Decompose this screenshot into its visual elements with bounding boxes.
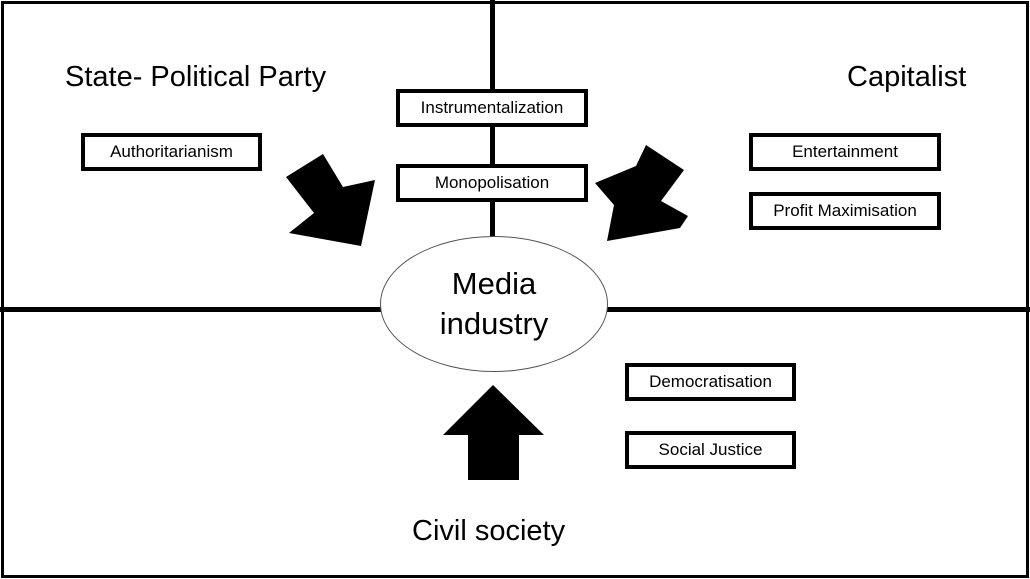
box-social-justice: Social Justice	[625, 431, 796, 469]
arrow-state-to-media	[286, 154, 375, 246]
box-instrumentalization: Instrumentalization	[396, 89, 588, 127]
heading-state-political-party: State- Political Party	[65, 61, 327, 93]
box-entertainment: Entertainment	[749, 133, 941, 171]
arrow-civil-to-media	[443, 385, 544, 480]
arrow-capitalist-to-media	[595, 145, 688, 241]
horizontal-divider-left	[0, 307, 382, 312]
heading-civil-society: Civil society	[412, 515, 566, 547]
media-industry-line1: Media	[451, 266, 537, 301]
horizontal-divider-right	[606, 307, 1030, 312]
box-profit-maximisation: Profit Maximisation	[749, 192, 941, 230]
media-industry-ellipse: Media industry	[380, 236, 608, 372]
box-monopolisation: Monopolisation	[396, 164, 588, 202]
media-industry-line2: industry	[439, 306, 549, 341]
box-democratisation: Democratisation	[625, 363, 796, 401]
box-authoritarianism: Authoritarianism	[81, 133, 262, 171]
heading-capitalist: Capitalist	[847, 61, 967, 93]
